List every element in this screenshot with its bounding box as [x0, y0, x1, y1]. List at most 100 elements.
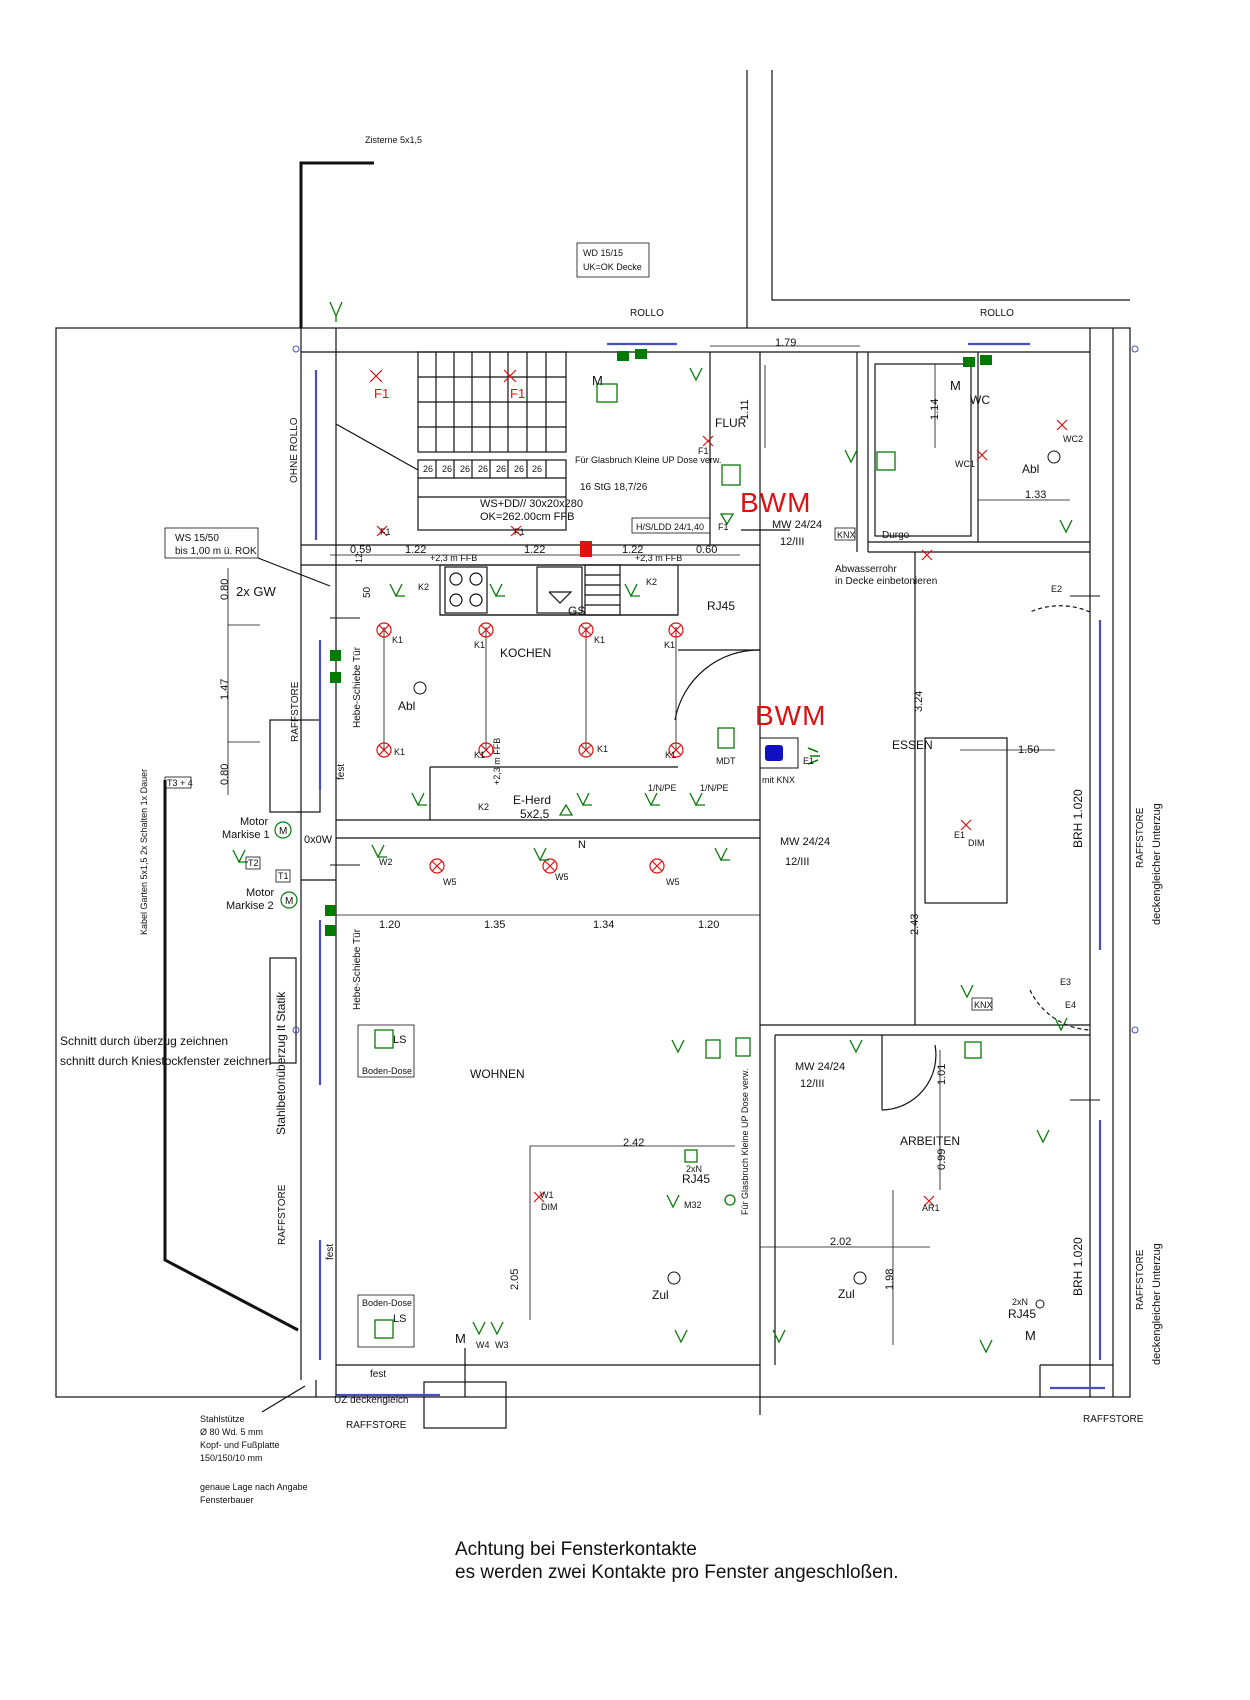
motor-icon-1-m: M: [279, 826, 287, 837]
raffstore-right-2: RAFFSTORE: [1135, 1249, 1146, 1310]
dim-059: 0.59: [350, 544, 371, 556]
k1-label-7: K1: [597, 744, 608, 754]
step-label: 26: [514, 464, 524, 474]
schnitt-label-2: schnitt durch Kniestockfenster zeichnen: [60, 1054, 271, 1068]
knx-label-1: KNX: [837, 530, 856, 540]
brh-label-1: BRH 1.020: [1071, 789, 1085, 848]
w5-label-c: W5: [666, 877, 680, 887]
step-label: 26: [423, 464, 433, 474]
k1-label-3: K1: [594, 635, 605, 645]
step-label: 26: [496, 464, 506, 474]
rollo-left-label: ROLLO: [630, 308, 664, 319]
dim-205: 2.05: [509, 1269, 521, 1290]
deckengleicher-2: deckengleicher Unterzug: [1151, 1243, 1163, 1365]
knx-label-2: KNX: [974, 1000, 993, 1010]
bwm-detector: [580, 541, 820, 769]
motor-label-1a: Motor: [240, 816, 268, 828]
dim-50: 50: [362, 586, 373, 598]
boden-label-2: Boden-Dose: [362, 1298, 412, 1308]
abl-wc-label: Abl: [1022, 462, 1039, 476]
dim-133: 1.33: [1025, 489, 1046, 501]
w5-label-a: W5: [443, 877, 457, 887]
m-flur: M: [592, 373, 603, 388]
ffb-label-a: +2,3 m FFB: [430, 553, 477, 563]
f1-green: F1: [718, 522, 729, 532]
zul-wohnen: Zul: [652, 1288, 669, 1302]
hs-ldd-label: H/S/LDD 24/1,40: [636, 522, 704, 532]
mw-label-3a: MW 24/24: [795, 1061, 845, 1073]
wd-label-2: UK=OK Decke: [583, 262, 642, 272]
f1-small-b: F1: [514, 527, 525, 537]
raffstore-bottom-2: RAFFSTORE: [1083, 1414, 1144, 1425]
f1-small-a: F1: [380, 527, 391, 537]
k1-label-5: K1: [394, 747, 405, 757]
room-essen: ESSEN: [892, 738, 933, 752]
dim-147: 1.47: [219, 679, 231, 700]
kitchen-light-lines: [383, 627, 677, 750]
ws-dd-label-1: WS+DD// 30x20x280: [480, 498, 583, 510]
room-flur: FLUR: [715, 416, 747, 430]
ws1550-label-2: bis 1,00 m ü. ROK: [175, 546, 257, 557]
mw-label-2a: MW 24/24: [780, 836, 830, 848]
note-line-2: es werden zwei Kontakte pro Fenster ange…: [455, 1562, 899, 1583]
dim-179: 1.79: [775, 337, 796, 349]
stahl-label-4: 150/150/10 mm: [200, 1453, 263, 1463]
motor-icon-1: [274, 821, 292, 839]
dim-120b: 1.20: [698, 919, 719, 931]
step-label: 26: [460, 464, 470, 474]
stahl-label-6: Fensterbauer: [200, 1495, 254, 1505]
dim-080a: 0.80: [219, 579, 231, 600]
boden-label-1: Boden-Dose: [362, 1066, 412, 1076]
stahl-label-2: Ø 80 Wd. 5 mm: [200, 1427, 263, 1437]
brh-label-2: BRH 1.020: [1071, 1237, 1085, 1296]
motor-label-2a: Motor: [246, 887, 274, 899]
raffstore-bottom-1: RAFFSTORE: [346, 1420, 407, 1431]
dimension-lines: [227, 345, 1070, 1345]
glasbruch-label-2: Für Glasbruch Kleine UP Dose verw.: [740, 1069, 750, 1215]
ohne-rollo-label: OHNE ROLLO: [289, 417, 300, 483]
ar1-label: AR1: [922, 1203, 940, 1213]
e1-label-a: E1: [803, 756, 814, 766]
socket-symbols: [232, 301, 1073, 1354]
k2-label-c: K2: [478, 802, 489, 812]
zul-arbeiten: Zul: [838, 1287, 855, 1301]
step-label: 26: [442, 464, 452, 474]
raffstore-right-1: RAFFSTORE: [1135, 807, 1146, 868]
mw-label-3b: 12/III: [800, 1078, 824, 1090]
k1-label-2: K1: [474, 640, 485, 650]
edge-markers: [292, 345, 1139, 1034]
w4-label: W4: [476, 1340, 490, 1350]
step-label: 26: [532, 464, 542, 474]
dim-label-w: DIM: [541, 1202, 558, 1212]
zisterne-label: Zisterne 5x1,5: [365, 135, 422, 145]
dim-198: 1.98: [884, 1269, 896, 1290]
dim-122c: 1.22: [622, 544, 643, 556]
bwm-label-1: BWM: [740, 487, 811, 518]
k1-label-1: K1: [392, 635, 403, 645]
m-arbeiten: M: [1025, 1328, 1036, 1343]
ffb-label-b: +2,3 m FFB: [635, 553, 682, 563]
k2-label-b: K2: [646, 577, 657, 587]
dim-150: 1.50: [1018, 744, 1039, 756]
motor-label-2b: Markise 2: [226, 900, 274, 912]
f1-red-a: F1: [374, 386, 389, 401]
wc1-label: WC1: [955, 459, 975, 469]
room-wohnen: WOHNEN: [470, 1067, 525, 1081]
ls-label-2: LS: [393, 1313, 406, 1325]
e2-label: E2: [1051, 584, 1062, 594]
gs-label: GS: [568, 604, 585, 618]
abwasser-label-1: Abwasserrohr: [835, 564, 897, 575]
stahl-label-5: genaue Lage nach Angabe: [200, 1482, 308, 1492]
stg-label: 16 StG 18,7/26: [580, 482, 648, 493]
dim-202: 2.02: [830, 1236, 851, 1248]
durgo-label: Durgo: [882, 530, 910, 541]
dim-114: 1.14: [929, 399, 941, 420]
room-kochen: KOCHEN: [500, 646, 551, 660]
fest-label-2: fest: [325, 1244, 336, 1260]
fest-label-1: fest: [336, 764, 347, 780]
wc2-label: WC2: [1063, 434, 1083, 444]
outlet-circles: [413, 450, 1061, 1309]
mit-knx-label: mit KNX: [762, 775, 795, 785]
w2-label: W2: [379, 857, 393, 867]
npe-label-2: 1/N/PE: [700, 783, 729, 793]
